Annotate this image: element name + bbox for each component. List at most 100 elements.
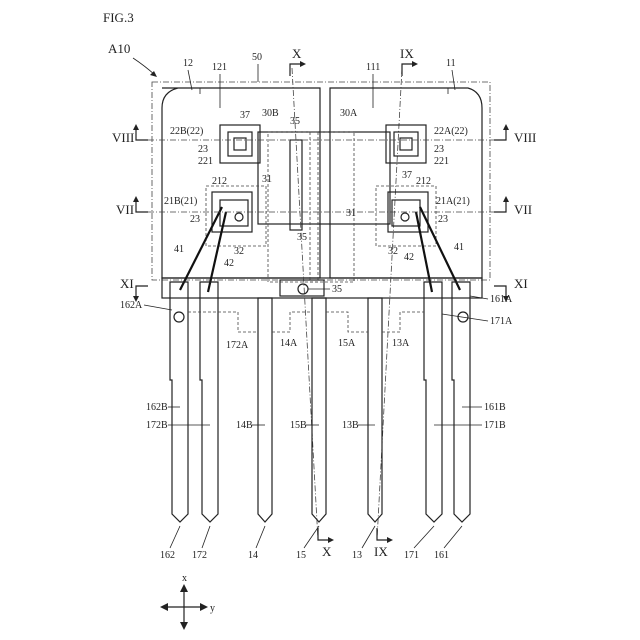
terminal-15: 15	[296, 550, 306, 561]
label-31-left: 31	[262, 174, 272, 185]
label-212-left: 212	[212, 176, 227, 187]
section-vii-right-head	[503, 196, 509, 202]
label-42-right: 42	[404, 252, 414, 263]
section-viii-left-head	[133, 124, 139, 130]
section-line-x	[292, 68, 318, 540]
label-30A: 30A	[340, 108, 358, 119]
section-vii-right: VII	[514, 202, 532, 217]
label-14A: 14A	[280, 338, 298, 349]
label-111: 111	[366, 62, 380, 73]
label-30B: 30B	[262, 108, 279, 119]
leader-14	[256, 526, 265, 548]
semiconductor-22B	[220, 125, 260, 163]
label-35-top: 35	[290, 116, 300, 127]
label-22A: 22A(22)	[434, 126, 468, 137]
section-viii-left: VIII	[112, 130, 134, 145]
section-ix-top-head	[412, 61, 418, 67]
axis-y-left-head	[160, 603, 168, 611]
axis-y-label: y	[210, 603, 215, 614]
bond-21B	[235, 213, 243, 221]
label-11: 11	[446, 58, 456, 69]
section-ix-bottom-head	[387, 537, 393, 543]
semiconductor-22A-inner	[394, 132, 418, 156]
lead-162	[170, 282, 188, 522]
section-ix-bottom: IX	[374, 544, 388, 559]
terminal-13: 13	[352, 550, 362, 561]
label-221-b: 221	[434, 156, 449, 167]
bond-21A	[401, 213, 409, 221]
label-23-a: 23	[198, 144, 208, 155]
lead-172	[200, 282, 218, 522]
label-162A: 162A	[120, 300, 143, 311]
figure-title: FIG.3	[103, 10, 134, 25]
conductive-member-30A-region	[310, 132, 354, 282]
terminal-161: 161	[434, 550, 449, 561]
axis-x-down-head	[180, 622, 188, 630]
semiconductor-22B-inner	[228, 132, 252, 156]
terminal-171: 171	[404, 550, 419, 561]
section-x-bottom: X	[322, 544, 332, 559]
label-23-b: 23	[434, 144, 444, 155]
lead-15	[312, 298, 326, 522]
label-35-mid: 35	[297, 232, 307, 243]
label-162B: 162B	[146, 402, 168, 413]
sealing-resin-outline	[152, 82, 490, 280]
label-23-c: 23	[190, 214, 200, 225]
label-13A: 13A	[392, 338, 410, 349]
label-13B: 13B	[342, 420, 359, 431]
section-ix-top: IX	[400, 46, 414, 61]
leader-172	[202, 526, 210, 548]
leader-11	[452, 70, 455, 90]
lead-171	[424, 282, 442, 522]
label-31-right: 31	[346, 208, 356, 219]
section-vii-left: VII	[116, 202, 134, 217]
leader-171	[414, 526, 434, 548]
label-41-left: 41	[174, 244, 184, 255]
label-161B: 161B	[484, 402, 506, 413]
reference-arrow	[133, 58, 155, 75]
bonding-pad-15-hole	[298, 284, 308, 294]
conductive-member-30B-region	[268, 132, 318, 282]
axis-y-right-head	[200, 603, 208, 611]
label-171B: 171B	[484, 420, 506, 431]
label-14B: 14B	[236, 420, 253, 431]
section-x-bottom-head	[328, 537, 334, 543]
label-22B: 22B(22)	[170, 126, 203, 137]
leader-15	[304, 526, 319, 548]
terminal-14: 14	[248, 550, 258, 561]
label-50: 50	[252, 52, 262, 63]
label-21B: 21B(21)	[164, 196, 197, 207]
label-171A: 171A	[490, 316, 513, 327]
figure-reference: A10	[108, 41, 130, 56]
lead-14	[258, 298, 272, 522]
section-x-top-head	[300, 61, 306, 67]
label-15A: 15A	[338, 338, 356, 349]
semiconductor-21A-dash	[376, 186, 436, 246]
label-35-bottom: 35	[332, 284, 342, 295]
label-221-a: 221	[198, 156, 213, 167]
section-vii-left-head	[133, 196, 139, 202]
label-161A: 161A	[490, 294, 513, 305]
label-42-left: 42	[224, 258, 234, 269]
label-12: 12	[183, 58, 193, 69]
leader-161	[444, 526, 462, 548]
label-41-right: 41	[454, 242, 464, 253]
label-21A: 21A(21)	[436, 196, 470, 207]
leader-12	[188, 70, 192, 90]
terminal-162: 162	[160, 550, 175, 561]
conductive-member-30	[258, 132, 390, 224]
leader-171A	[442, 314, 488, 321]
axis-x-up-head	[180, 584, 188, 592]
leader-162	[170, 526, 180, 548]
section-x-top: X	[292, 46, 302, 61]
label-121: 121	[212, 62, 227, 73]
label-37-left: 37	[240, 110, 250, 121]
semiconductor-22A	[386, 125, 426, 163]
label-212-right: 212	[416, 176, 431, 187]
label-37-right: 37	[402, 170, 412, 181]
label-23-d: 23	[438, 214, 448, 225]
label-32-left: 32	[234, 246, 244, 257]
section-xi-right: XI	[514, 276, 528, 291]
section-viii-right-head	[503, 124, 509, 130]
